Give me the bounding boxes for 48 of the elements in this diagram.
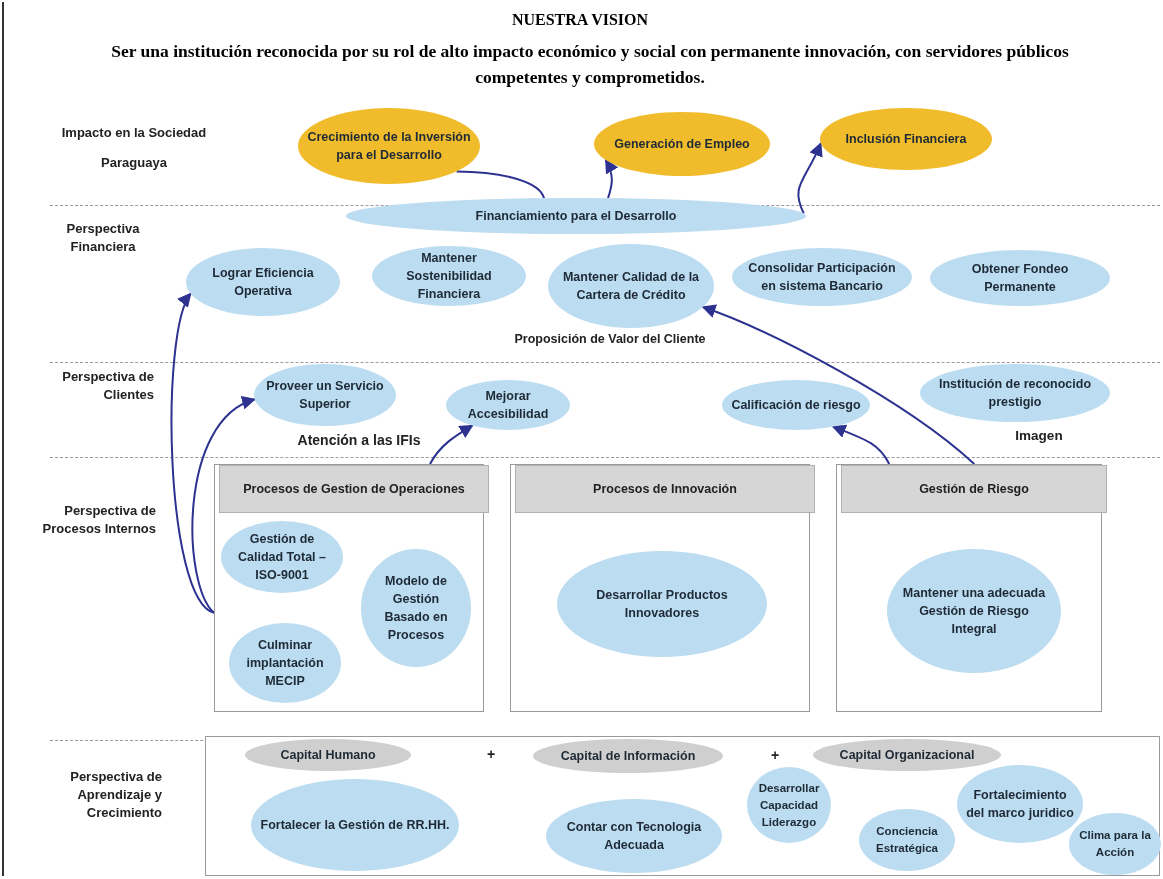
plus-sign: + — [769, 746, 781, 765]
curved-arrow — [191, 398, 256, 614]
title: NUESTRA VISION — [510, 10, 650, 30]
objective-ellipse: Mantener Sostenibilidad Financiera — [372, 246, 526, 306]
objective-ellipse: Mantener una adecuada Gestión de Riesgo Integral — [887, 549, 1061, 673]
curved-arrow — [604, 158, 618, 200]
objective-ellipse: Desarrollar Capacidad Liderazgo — [747, 767, 831, 843]
curved-arrow — [701, 304, 976, 465]
objective-ellipse: Consolidar Participación en sistema Bancario — [732, 248, 912, 306]
objective-ellipse: Calificación de riesgo — [722, 380, 870, 430]
plus-sign: + — [485, 745, 497, 764]
impact-ellipse: Crecimiento de la Inversión para el Desarrollo — [298, 108, 480, 184]
objective-ellipse: Financiamiento para el Desarrollo — [346, 198, 806, 234]
capital-ellipse: Capital Humano — [245, 739, 411, 771]
row-label: Imagen — [1014, 427, 1064, 445]
objective-ellipse: Institución de reconocido prestigio — [920, 364, 1110, 422]
objective-ellipse: Gestión de Calidad Total – ISO-9001 — [221, 521, 343, 593]
objective-ellipse: Contar con Tecnologia Adecuada — [546, 799, 722, 873]
row-label: Impacto en la Sociedad Paraguaya — [60, 124, 208, 172]
objective-ellipse: Culminar implantación MECIP — [229, 623, 341, 703]
curved-arrow — [831, 424, 891, 465]
objective-ellipse: Obtener Fondeo Permanente — [930, 250, 1110, 306]
curved-arrow — [170, 292, 215, 614]
row-label: Proposición de Valor del Cliente — [513, 331, 707, 348]
objective-ellipse: Fortalecer la Gestión de RR.HH. — [251, 779, 459, 871]
capital-ellipse: Capital de Información — [533, 739, 723, 773]
group-frame — [205, 736, 1160, 876]
objective-ellipse: Mejorar Accesibilidad — [446, 380, 570, 430]
curved-arrow — [429, 424, 474, 465]
impact-ellipse: Generación de Empleo — [594, 112, 770, 176]
row-label: Perspectiva Financiera — [65, 220, 141, 256]
objective-ellipse: Modelo de Gestión Basado en Procesos — [361, 549, 471, 667]
objective-ellipse: Lograr Eficiencia Operativa — [186, 248, 340, 316]
objective-ellipse: Mantener Calidad de la Cartera de Crédito — [548, 244, 714, 328]
objective-ellipse: Desarrollar Productos Innovadores — [557, 551, 767, 657]
panel-header: Procesos de Innovación — [515, 465, 815, 513]
row-label: Perspectiva de Clientes — [61, 368, 154, 404]
row-label: Perspectiva de Procesos Internos — [41, 502, 156, 538]
vision-statement: Ser una institución reconocida por su rol de alto impacto económico y social con permanente innovación, con servidores públicos competentes y comprometidos. — [110, 40, 1070, 89]
panel-header: Gestión de Riesgo — [841, 465, 1107, 513]
row-label: Perspectiva de Aprendizaje y Crecimiento — [69, 768, 162, 822]
objective-ellipse: Proveer un Servicio Superior — [254, 364, 396, 426]
objective-ellipse: Conciencia Estratégica — [859, 809, 955, 871]
row-label: Atención a las IFIs — [296, 431, 422, 450]
panel-header: Procesos de Gestion de Operaciones — [219, 465, 489, 513]
impact-ellipse: Inclusión Financiera — [820, 108, 992, 170]
capital-ellipse: Capital Organizacional — [813, 739, 1001, 771]
curved-arrow — [797, 142, 823, 215]
